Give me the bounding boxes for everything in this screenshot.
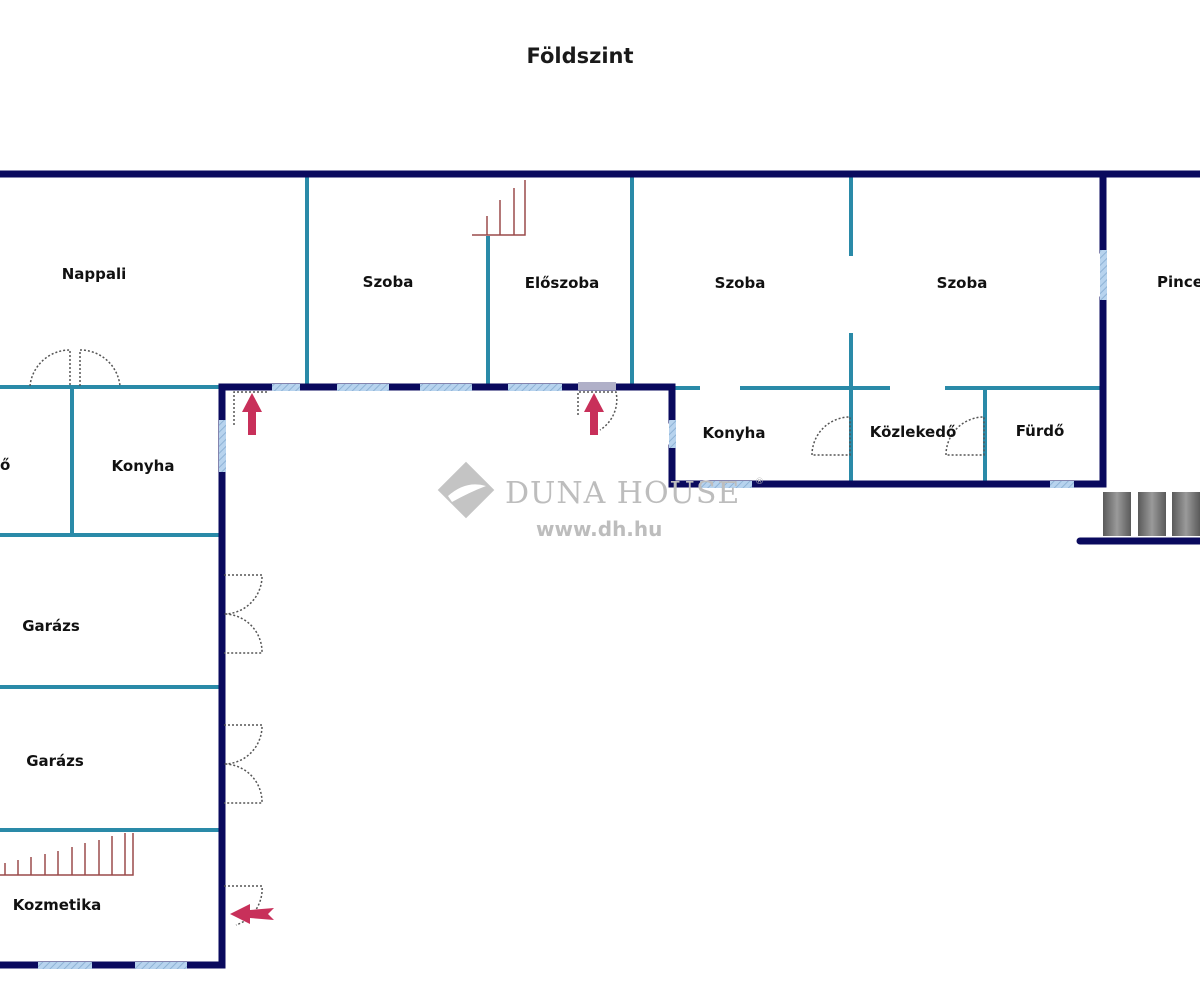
floor-title: Földszint xyxy=(526,44,634,68)
room-konyha-right: Konyha xyxy=(703,424,766,442)
stair-icon-kozmetika xyxy=(0,833,134,876)
watermark: DUNA HOUSE ® www.dh.hu xyxy=(437,461,764,541)
bins-icon xyxy=(1103,492,1200,536)
room-furdo: Fürdő xyxy=(1016,422,1065,440)
entry-arrow-icon xyxy=(242,393,262,435)
room-szoba-1: Szoba xyxy=(363,273,414,291)
room-szoba-2: Szoba xyxy=(715,274,766,292)
entry-arrow-icon xyxy=(230,904,274,924)
watermark-registered: ® xyxy=(755,477,764,487)
room-garazs-2: Garázs xyxy=(26,752,84,770)
room-labels: Nappali Szoba Előszoba Szoba Szoba Pince… xyxy=(0,265,1200,914)
room-nappali: Nappali xyxy=(62,265,127,283)
room-szoba-3: Szoba xyxy=(937,274,988,292)
entry-arrows xyxy=(230,393,604,924)
watermark-brand: DUNA HOUSE xyxy=(505,476,740,511)
entry-arrow-icon xyxy=(584,393,604,435)
doors xyxy=(29,349,985,926)
room-konyha-left: Konyha xyxy=(112,457,175,475)
windows xyxy=(38,250,1107,969)
room-garazs-1: Garázs xyxy=(22,617,80,635)
room-pince: Pince xyxy=(1157,273,1200,291)
door-panel xyxy=(578,382,616,390)
outer-walls xyxy=(0,170,1200,969)
room-kozlekedo: Közlekedő xyxy=(870,423,957,441)
watermark-url: www.dh.hu xyxy=(536,517,662,541)
inner-walls xyxy=(0,176,1100,832)
room-eloszoba: Előszoba xyxy=(525,274,600,292)
stair-icon xyxy=(472,180,526,236)
room-kozmetika: Kozmetika xyxy=(13,896,102,914)
room-partial-left: ő xyxy=(0,456,10,474)
